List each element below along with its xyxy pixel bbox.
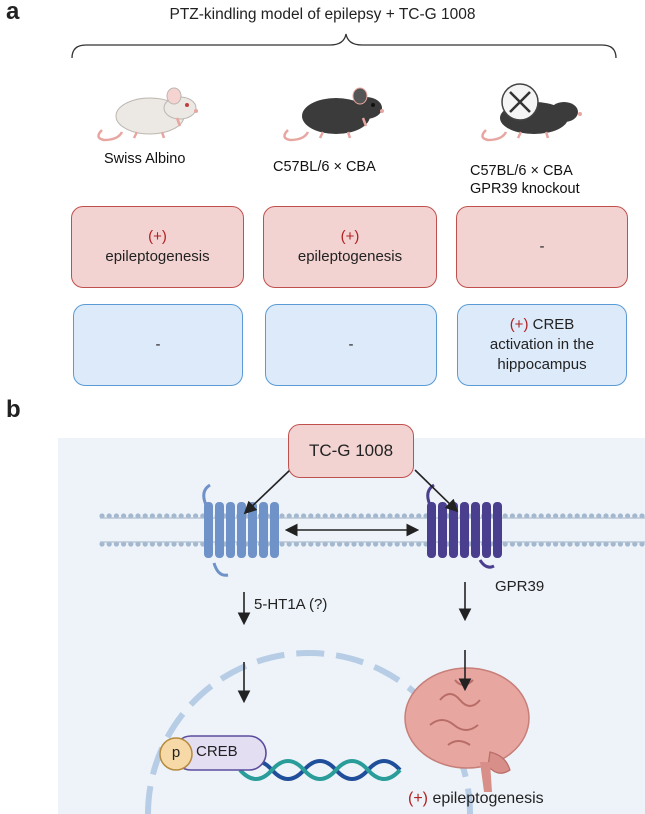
brain-icon bbox=[404, 667, 530, 792]
result-box-c57-creb: - bbox=[265, 304, 437, 386]
group-brace bbox=[71, 33, 617, 59]
strain-label-c57bl6-cba: C57BL/6 × CBA bbox=[273, 159, 376, 175]
5ht1a-receptor-icon bbox=[202, 483, 279, 577]
drug-box-tcg-1008: TC-G 1008 bbox=[288, 424, 414, 478]
result-box-swiss-creb: - bbox=[73, 304, 243, 386]
result-box-knockout-creb: (+) CREB activation in the hippocampus bbox=[457, 304, 627, 386]
dna-helix-icon bbox=[238, 759, 402, 781]
result-box-swiss-epileptogenesis: (+) epileptogenesis bbox=[71, 206, 244, 288]
panel-label-b: b bbox=[6, 396, 21, 423]
result-box-c57-epileptogenesis: (+) epileptogenesis bbox=[263, 206, 437, 288]
outcome-epileptogenesis: (+) epileptogenesis bbox=[408, 790, 544, 807]
label-gpr39: GPR39 bbox=[495, 578, 545, 595]
label-5ht1a: 5-HT1A (?) bbox=[254, 596, 328, 613]
creb-label: CREB bbox=[196, 743, 238, 760]
result-box-knockout-epileptogenesis: - bbox=[456, 206, 628, 288]
panel-label-a: a bbox=[6, 0, 20, 25]
black-mouse-icon bbox=[283, 87, 384, 142]
arrow-drug-to-gpr39 bbox=[414, 469, 459, 513]
white-mouse-icon bbox=[97, 87, 198, 142]
phospho-group-icon bbox=[159, 737, 193, 771]
strain-label-gpr39-knockout: C57BL/6 × CBA GPR39 knockout bbox=[470, 163, 580, 197]
arrow-drug-to-5ht1a bbox=[243, 469, 291, 515]
phospho-label: p bbox=[171, 744, 181, 761]
gpr39-receptor-icon bbox=[426, 483, 502, 569]
panel-a-title: PTZ-kindling model of epilepsy + TC-G 10… bbox=[169, 6, 476, 23]
knockout-mouse-icon bbox=[481, 83, 582, 142]
nucleus bbox=[145, 650, 473, 814]
strain-label-swiss-albino: Swiss Albino bbox=[104, 151, 186, 167]
pathway-diagram bbox=[99, 469, 645, 814]
